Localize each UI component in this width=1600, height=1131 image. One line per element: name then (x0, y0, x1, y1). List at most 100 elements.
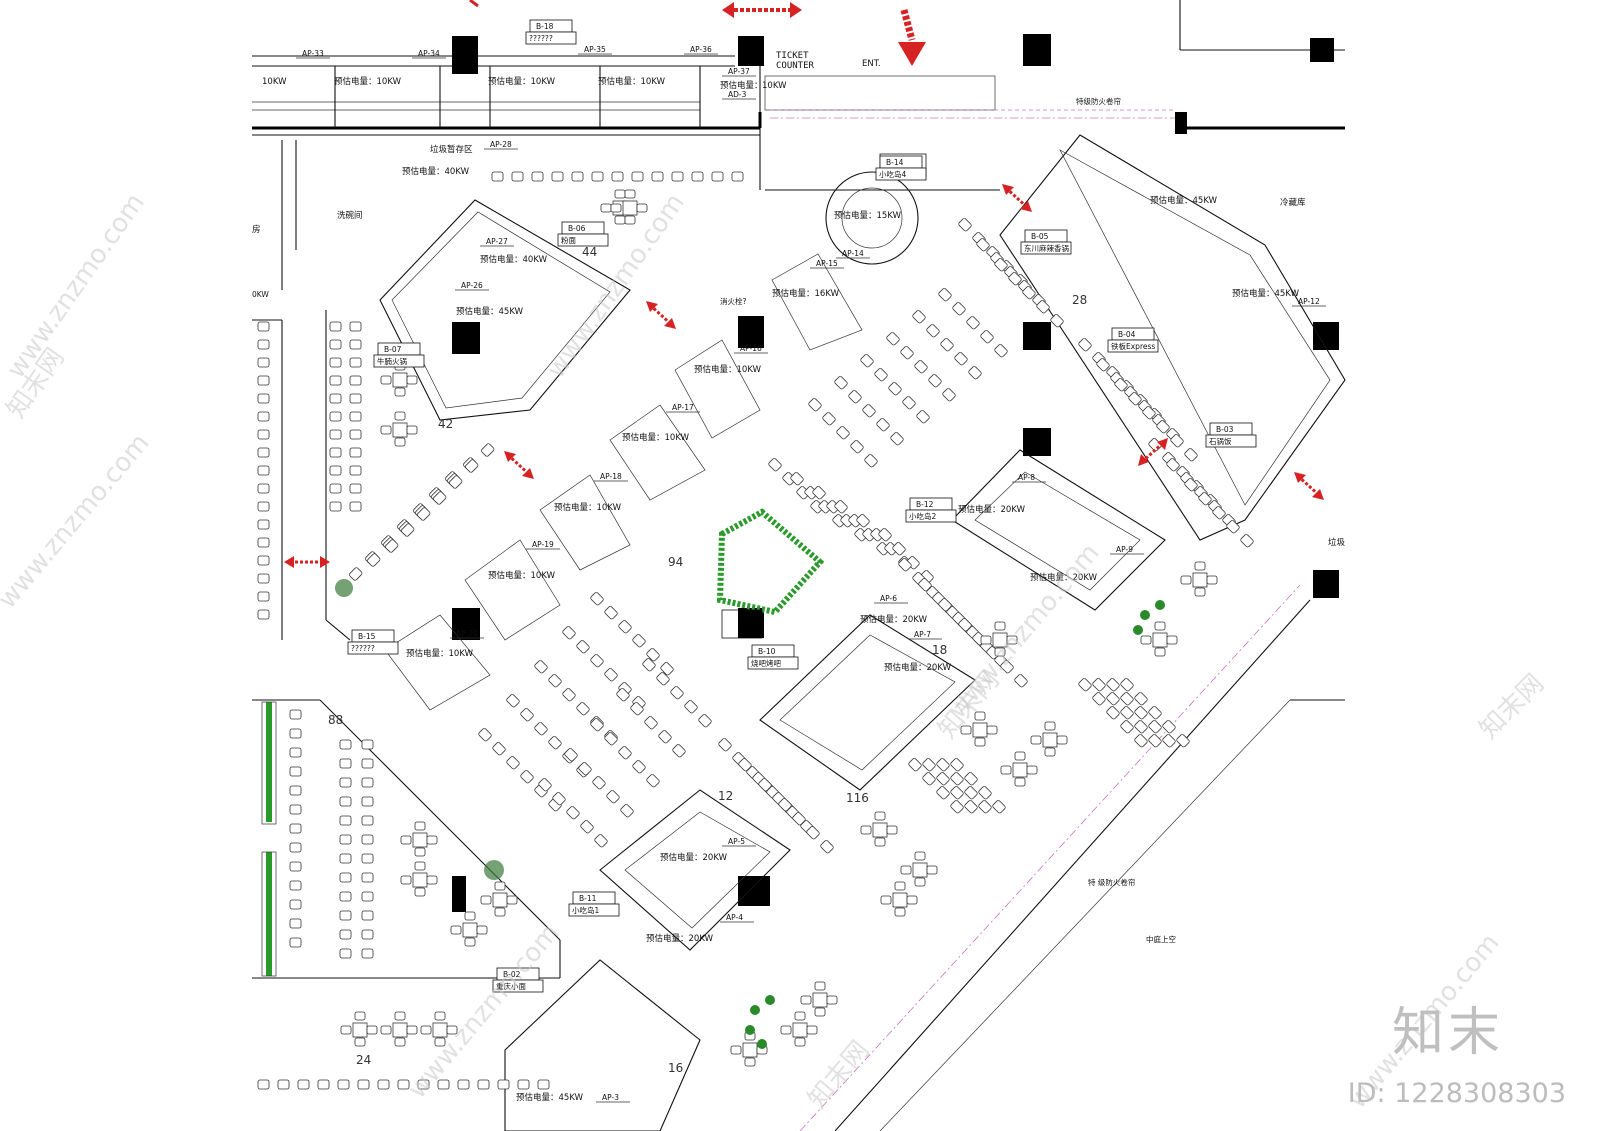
seat-count: 18 (932, 643, 947, 657)
chair (354, 1011, 366, 1021)
chair (916, 410, 930, 424)
chair (1166, 635, 1178, 645)
chair (1156, 420, 1170, 434)
chair (1106, 692, 1120, 706)
chair (806, 1025, 818, 1035)
chair (1092, 678, 1106, 692)
seat-count: 16 (668, 1061, 683, 1075)
chair (417, 1079, 430, 1090)
chair (361, 872, 374, 883)
watermark-site: www.znzmo.com (1, 188, 151, 384)
chair (289, 766, 302, 777)
chair (257, 537, 270, 548)
table (492, 892, 508, 908)
chair (936, 786, 950, 800)
chair (257, 483, 270, 494)
watermark-site: www.znzmo.com (402, 918, 565, 1104)
chair (289, 880, 302, 891)
chair (361, 739, 374, 750)
chair (914, 877, 926, 887)
chair (976, 238, 990, 252)
chair (349, 375, 362, 386)
chair (864, 454, 878, 468)
chair (1134, 706, 1148, 720)
chair (892, 542, 906, 556)
chair (952, 302, 966, 316)
chair (978, 786, 992, 800)
stall-code: B-04 (1118, 330, 1136, 339)
chair (636, 203, 648, 213)
chair (349, 429, 362, 440)
chair (950, 786, 964, 800)
chair (1162, 720, 1176, 734)
chair (400, 835, 412, 845)
table (912, 862, 928, 878)
chair (940, 338, 954, 352)
chair (377, 1079, 390, 1090)
chair (349, 321, 362, 332)
chair (614, 189, 626, 199)
chair (958, 618, 972, 632)
power-label: 预估电量：20KW (646, 933, 714, 944)
chair (357, 1079, 370, 1090)
watermark-brand: 知末网 (1474, 669, 1550, 745)
chair (800, 995, 812, 1005)
panel-code: AP-6 (880, 594, 897, 603)
wash-room: 洗碗间 (337, 210, 363, 221)
chair (1006, 635, 1018, 645)
chair (631, 171, 644, 182)
stall-name: 东川麻辣香锅 (1024, 243, 1069, 253)
chair (257, 429, 270, 440)
stall-code: B-05 (1031, 232, 1049, 241)
chair (592, 776, 606, 790)
stall-tags: B-18??????B-14小吃岛4B-05东川麻辣香锅B-04铁板Expres… (347, 19, 1257, 993)
chair (511, 171, 524, 182)
chair (600, 203, 612, 213)
chair (966, 316, 980, 330)
chair (361, 853, 374, 864)
chair (670, 686, 684, 700)
chair (1008, 272, 1022, 286)
chair (426, 835, 438, 845)
chair (401, 523, 415, 537)
chair (289, 728, 302, 739)
power-label: 预估电量：45KW (456, 306, 524, 317)
chair (738, 758, 752, 772)
stall-code: B-11 (579, 894, 597, 903)
chair (339, 739, 352, 750)
chair (1044, 747, 1056, 757)
chair (794, 1037, 806, 1047)
chair (950, 758, 964, 772)
panel-code: AP-33 (302, 49, 324, 58)
power-label: 预估电量：10KW (488, 570, 556, 581)
chair (289, 918, 302, 929)
chair (1106, 706, 1120, 720)
power-label: 10KW (262, 77, 287, 87)
panel-code: AP-7 (914, 630, 931, 639)
fire-pump: 消火栓? (720, 296, 746, 306)
power-label: 预估电量：20KW (958, 504, 1026, 515)
chair (289, 785, 302, 796)
seating (257, 171, 1254, 1090)
chair (571, 171, 584, 182)
chair (1184, 448, 1198, 462)
left-corridor (252, 140, 561, 979)
chair (257, 555, 270, 566)
seat-count: 28 (1072, 293, 1087, 307)
chair (576, 640, 590, 654)
power-label: 预估电量：20KW (660, 852, 728, 863)
chair (928, 374, 942, 388)
stall-tag: B-15?????? (347, 629, 399, 655)
chair (257, 375, 270, 386)
chair (814, 981, 826, 991)
chair (476, 925, 488, 935)
chair (691, 171, 704, 182)
power-label: 预估电量：10KW (598, 76, 666, 87)
chair (380, 1025, 392, 1035)
chair (834, 376, 848, 390)
table (972, 722, 988, 738)
